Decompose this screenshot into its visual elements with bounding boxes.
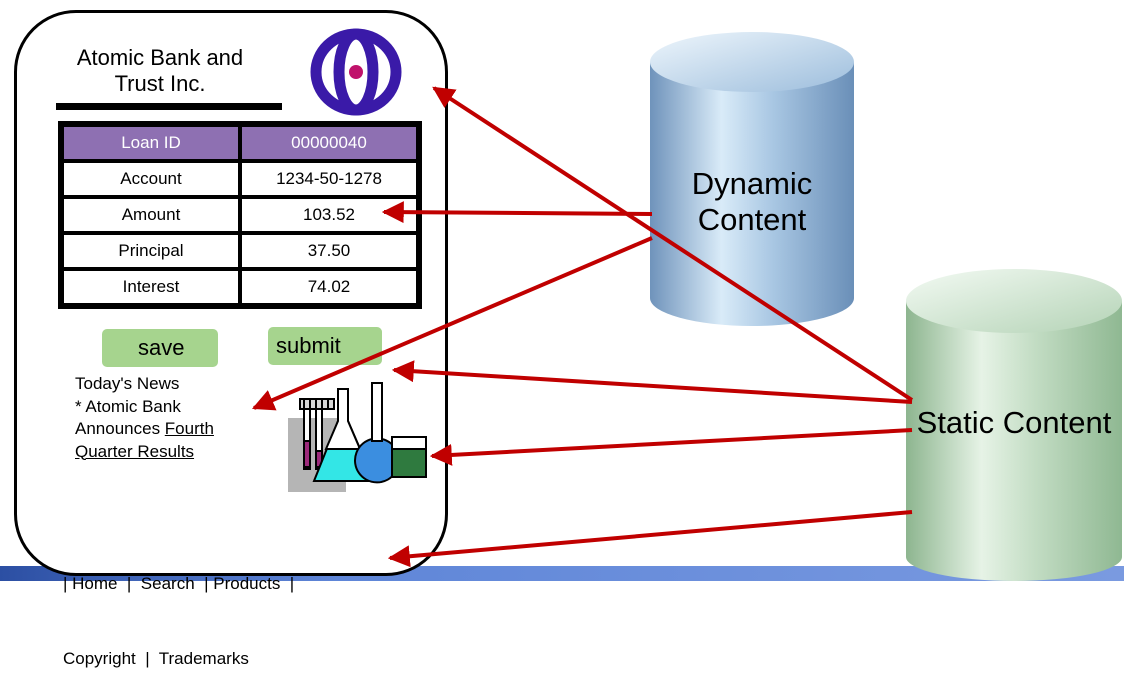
footer-nav: | Home | Search | Products | Copyright |… (63, 521, 294, 696)
table-row: Interest 74.02 (62, 269, 418, 305)
static-content-database (906, 269, 1122, 581)
news-link[interactable]: Fourth (164, 419, 214, 438)
arrow (429, 428, 913, 466)
interest-label: Interest (62, 269, 240, 305)
lab-flasks-icon (288, 382, 427, 492)
dynamic-content-label: Dynamic Content (691, 166, 813, 237)
account-label: Account (62, 161, 240, 197)
news-line: Announces Fourth (75, 418, 214, 441)
news-section: Today's News * Atomic Bank Announces Fou… (75, 373, 214, 463)
static-content-label: Static Content (916, 405, 1112, 440)
table-row: Account 1234-50-1278 (62, 161, 418, 197)
table-row: Amount 103.52 (62, 197, 418, 233)
bank-name: Atomic Bank and Trust Inc. (76, 45, 244, 96)
news-text: Announces (75, 419, 165, 438)
submit-button[interactable]: submit (268, 327, 382, 365)
save-button[interactable]: save (102, 329, 218, 367)
interest-value: 74.02 (240, 269, 418, 305)
news-link[interactable]: Quarter Results (75, 441, 195, 461)
amount-label: Amount (62, 197, 240, 233)
footer-links[interactable]: Copyright | Trademarks (63, 649, 249, 668)
account-value: 1234-50-1278 (240, 161, 418, 197)
news-heading: Today's News (75, 374, 180, 393)
principal-label: Principal (62, 233, 240, 269)
arrow (387, 510, 913, 568)
footer-links[interactable]: | Home | Search | Products | (63, 574, 295, 593)
loan-id-value: 00000040 (240, 125, 418, 161)
loan-id-label: Loan ID (62, 125, 240, 161)
amount-value: 103.52 (240, 197, 418, 233)
loan-table: Loan ID 00000040 Account 1234-50-1278 Am… (58, 121, 422, 309)
arrow (391, 360, 913, 404)
bank-name-underline (56, 103, 282, 110)
news-line: Quarter Results (75, 441, 214, 464)
table-row: Principal 37.50 (62, 233, 418, 269)
table-row: Loan ID 00000040 (62, 125, 418, 161)
principal-value: 37.50 (240, 233, 418, 269)
news-line: * Atomic Bank (75, 396, 181, 416)
atom-logo-icon (310, 28, 402, 116)
